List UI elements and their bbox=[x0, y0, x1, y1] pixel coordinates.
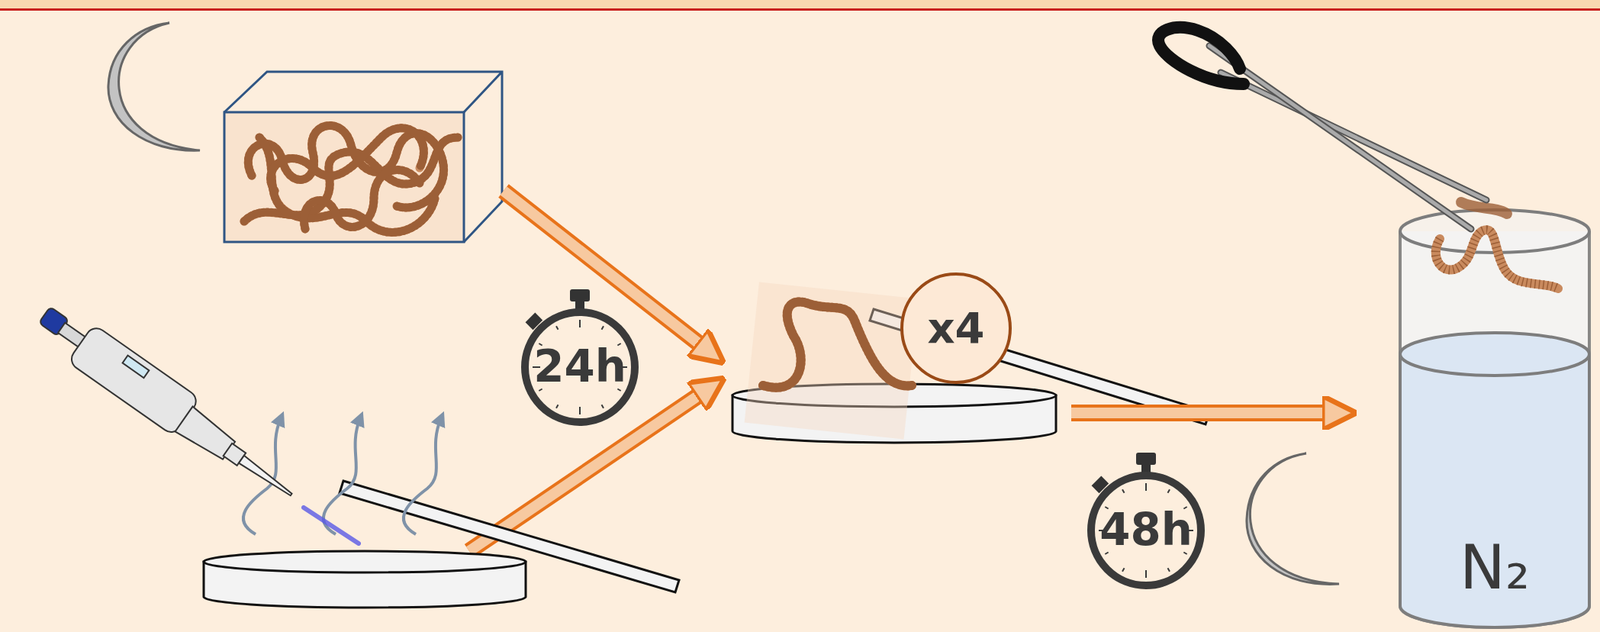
node-label: N₂ bbox=[1459, 537, 1530, 599]
node-label: 48h bbox=[1099, 508, 1193, 553]
nitrogen-beaker: N₂ bbox=[1397, 196, 1592, 629]
repeat-circle: x4 bbox=[900, 272, 1012, 384]
stopwatch: 24h bbox=[520, 307, 640, 427]
stopwatch: 48h bbox=[1086, 470, 1206, 590]
node-label: 24h bbox=[533, 344, 627, 390]
node-label: x4 bbox=[927, 306, 985, 350]
